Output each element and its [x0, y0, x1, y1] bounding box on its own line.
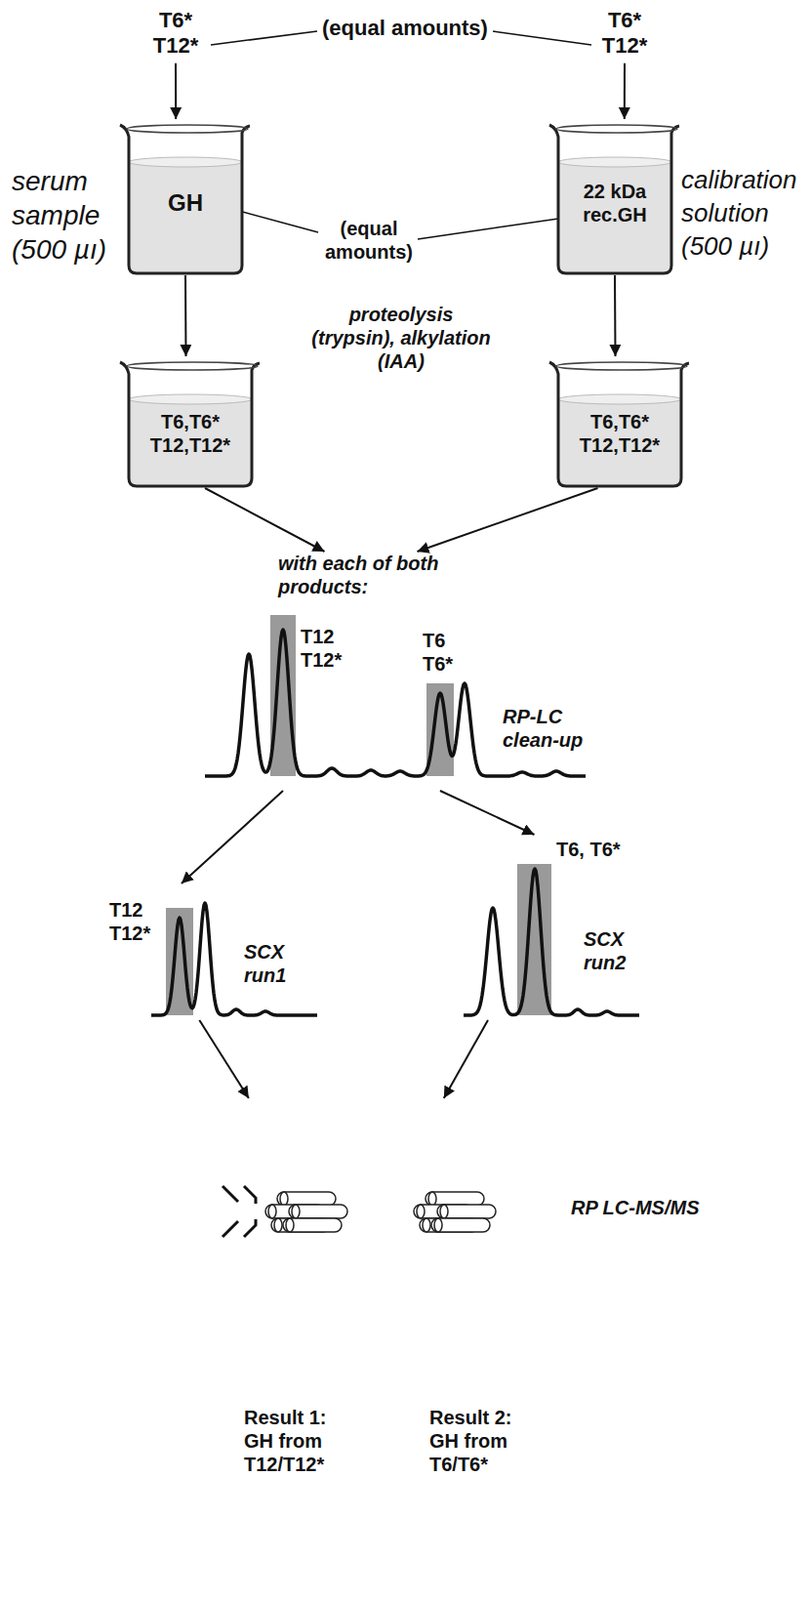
chromatogram: T12 T12* T6 T6* RP-LC clean-up: [146, 614, 615, 791]
flow-arrow: [417, 487, 599, 552]
merge-note: with each of both products:: [278, 551, 464, 603]
node-figure: [146, 614, 615, 791]
node-text: T12 T12*: [300, 624, 352, 672]
annotation-label: Result 2: GH from T6/T6*: [429, 1405, 532, 1476]
node-text: 22 kDa rec.GH: [570, 179, 659, 227]
chromatogram-trace: [204, 629, 586, 776]
annotation-label: Result 1: GH from T12/T12*: [243, 1405, 347, 1476]
node-text: RP LC-MS/MS: [570, 1195, 728, 1219]
beaker: 22 kDa rec.GH: [546, 119, 684, 276]
flow-arrow: [444, 1019, 488, 1098]
chromatogram: T6, T6* SCX run2: [409, 834, 654, 1020]
fraction-bar: [270, 614, 296, 776]
node-text: T6 T6*: [422, 628, 466, 676]
node-text: T6* T12*: [595, 7, 654, 60]
node-text: T6,T6* T12,T12*: [566, 409, 674, 457]
node-text: T12 T12*: [109, 897, 161, 945]
node-text: with each of both products:: [278, 551, 464, 599]
reagent-label: T6* T12*: [595, 7, 654, 64]
beaker: T6,T6* T12,T12*: [546, 356, 693, 488]
node-text: T6,T6* T12,T12*: [136, 409, 244, 457]
chromatogram-trace: [151, 902, 318, 1015]
node-text: SCX run1: [243, 939, 305, 987]
annotation-label: (equal amounts): [322, 15, 498, 41]
annotation-label: (equal amounts): [322, 216, 416, 264]
leader-line: [210, 31, 318, 45]
flow-arrow: [623, 63, 626, 120]
beaker: T6,T6* T12,T12*: [117, 356, 264, 488]
flow-arrow: [204, 487, 325, 552]
flow-arrow: [199, 1019, 249, 1098]
annotation-label: proteolysis (trypsin), alkylation (IAA): [310, 302, 492, 373]
column-bundle: [265, 1191, 348, 1232]
node-text: T6, T6*: [556, 837, 645, 861]
node-text: GH: [141, 189, 230, 218]
flow-arrow: [440, 790, 535, 835]
node-text: SCX run2: [583, 927, 645, 974]
spray-nozzle: [222, 1185, 256, 1237]
reagent-label: T6* T12*: [146, 7, 205, 64]
annotation-label: calibration solution (500 µı): [681, 163, 807, 263]
chromatogram: T12 T12* SCX run1: [107, 883, 332, 1020]
beaker: GH: [117, 119, 254, 276]
node-text: T6* T12*: [146, 7, 205, 60]
node-text: RP-LC clean-up: [502, 704, 610, 752]
flow-arrow: [613, 275, 617, 357]
node-figure: [409, 834, 654, 1020]
flow-arrow: [181, 790, 284, 884]
node-figure: [195, 1097, 742, 1245]
leader-line: [492, 31, 592, 45]
instrument: RP LC-MS/MS: [195, 1097, 742, 1245]
column-bundle: [413, 1191, 496, 1232]
flow-arrow: [174, 63, 177, 120]
annotation-label: serum sample (500 µı): [11, 163, 118, 267]
flow-arrow: [184, 275, 188, 357]
leader-line: [417, 216, 572, 240]
